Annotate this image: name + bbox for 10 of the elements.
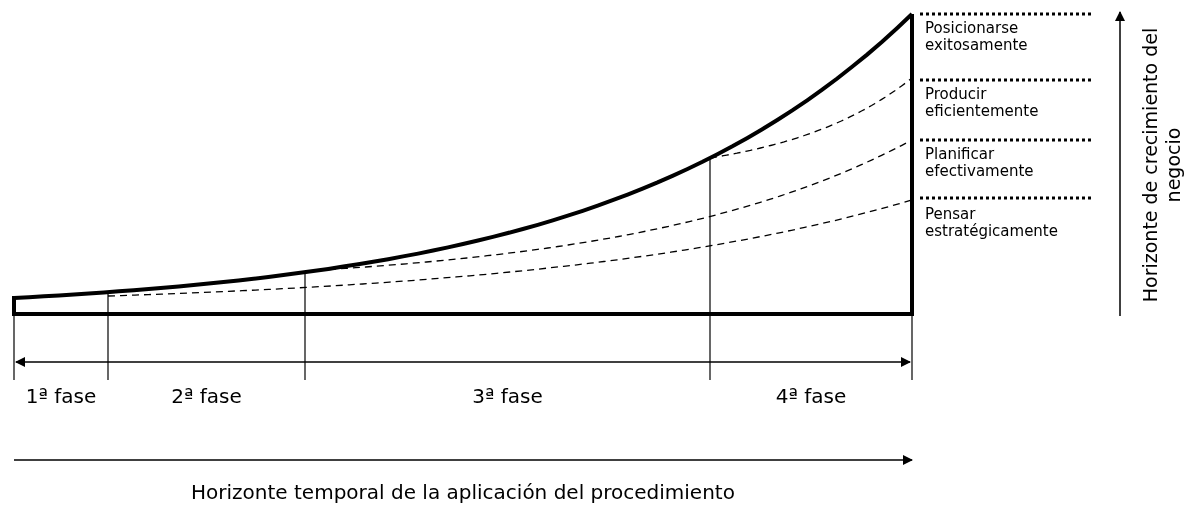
axis-title: Horizonte temporal de la aplicación del procedimiento xyxy=(191,480,735,504)
phase-label: 1ª fase xyxy=(25,384,97,408)
level-label: Pensar estratégicamente xyxy=(925,206,1059,240)
phase-label: 3ª fase xyxy=(472,384,543,408)
level-label: Producir eficientemente xyxy=(925,86,1040,120)
axis-title: Horizonte de crecimiento del negocio xyxy=(1139,26,1185,305)
phase-label: 2ª fase xyxy=(171,384,242,408)
phase-label: 4ª fase xyxy=(775,384,847,408)
level-label: Planificar efectivamente xyxy=(925,146,1035,180)
level-label: Posicionarse exitosamente xyxy=(925,20,1029,54)
